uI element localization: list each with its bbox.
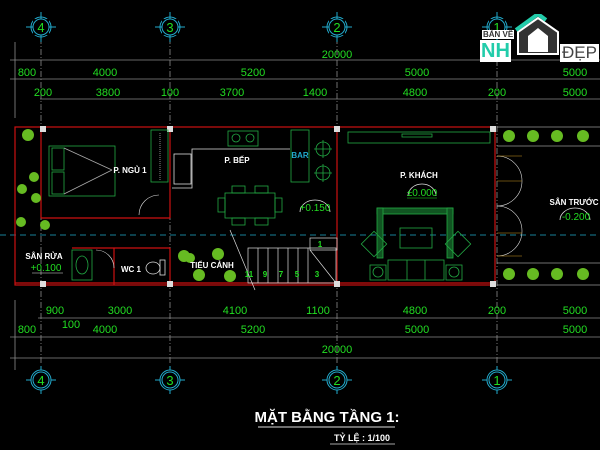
room-label-wc: WC 1 [121, 265, 142, 274]
dim-text: 4800 [403, 305, 427, 317]
axis-label-top: 1 [493, 20, 500, 35]
brand-logo: BẢN VẼ NH ĐẸP [480, 14, 599, 62]
dim-text: 200 [488, 87, 506, 99]
dim-text: 5000 [405, 324, 429, 336]
drawing-title: MẶT BẰNG TẦNG 1: [255, 408, 400, 426]
washing-machine-icon [71, 249, 93, 281]
stair-step-number: 3 [315, 270, 320, 279]
level-front-yard: -0.200 [562, 212, 591, 223]
level-kitchen: +0.150 [300, 203, 331, 214]
axis-label-bottom: 2 [333, 373, 340, 388]
dimension-row2-bottom: 800 4000 5200 5000 5000 [18, 324, 587, 336]
axis-label-bottom: 4 [37, 373, 44, 388]
dimension-lines-bottom [10, 317, 600, 359]
axis-label-top: 3 [166, 20, 173, 35]
stair-step-number: 11 [245, 270, 254, 279]
dim-text: 1400 [303, 87, 327, 99]
kitchen-counter [172, 129, 310, 189]
axis-label-top: 2 [333, 20, 340, 35]
logo-small-text: BẢN VẼ [482, 30, 515, 39]
room-label-bedroom: P. NGỦ 1 [113, 166, 147, 175]
dim-text: 3000 [108, 305, 132, 317]
stair-step-number: 1 [318, 240, 323, 249]
logo-suffix-text: ĐẸP [560, 43, 599, 62]
stair-step-number: 5 [295, 270, 300, 279]
dim-text: 200 [34, 87, 52, 99]
axis-label-bottom: 1 [493, 373, 500, 388]
level-wash-yard: +0.100 [31, 263, 62, 274]
dim-text: 900 [46, 305, 64, 317]
dim-text: 5000 [563, 87, 587, 99]
dim-total-bottom: 20000 [322, 344, 353, 356]
dim-text: 5000 [405, 67, 429, 79]
toilet-icon [145, 259, 166, 276]
axis-bubbles-bottom: 4 3 2 1 [26, 366, 512, 394]
dim-text: 5200 [241, 67, 265, 79]
sofa-set-icon [360, 207, 472, 281]
dim-text: 5200 [241, 324, 265, 336]
dim-text: 100 [161, 87, 179, 99]
wardrobe-icon [150, 129, 169, 183]
staircase [229, 229, 338, 291]
dimension-row1-bottom: 900 3000 4100 1100 4800 200 5000 100 [46, 305, 587, 331]
drawing-scale: TỶ LỆ : 1/100 [334, 432, 390, 443]
columns [40, 126, 496, 287]
bed-icon [48, 145, 116, 197]
dim-text: 4100 [223, 305, 247, 317]
axis-label-bottom: 3 [166, 373, 173, 388]
dim-text: 200 [488, 305, 506, 317]
dim-text: 5000 [563, 67, 587, 79]
dim-total-top: 20000 [322, 49, 353, 61]
logo-big-text: NH [480, 40, 511, 62]
axis-label-top: 4 [37, 20, 44, 35]
room-label-front-yard: SÂN TRƯỚC [549, 198, 598, 207]
dim-text: 3700 [220, 87, 244, 99]
main-door-icon [496, 155, 523, 257]
room-label-living: P. KHÁCH [400, 171, 438, 180]
dim-text: 100 [62, 319, 80, 331]
stair-step-number: 9 [263, 270, 268, 279]
dim-text: 4000 [93, 67, 117, 79]
dim-text: 800 [18, 67, 36, 79]
dimension-row2-top: 200 3800 100 3700 1400 4800 200 5000 [34, 87, 587, 99]
level-living: ±0.000 [407, 188, 438, 199]
dim-text: 5000 [563, 324, 587, 336]
axis-bubbles-top: 4 3 2 1 [26, 12, 512, 42]
planter-boxes [497, 126, 600, 286]
dimension-row1-top: 800 4000 5200 5000 5000 [18, 67, 587, 79]
walls [14, 126, 496, 286]
bar-label: BAR [291, 151, 309, 160]
dining-table-icon [217, 185, 283, 226]
house-logo-icon [514, 14, 559, 55]
dim-text: 4800 [403, 87, 427, 99]
tv-cabinet-icon [347, 131, 491, 144]
stool-icons [314, 140, 332, 182]
room-label-wash-yard: SÂN RỬA [25, 252, 63, 261]
dim-text: 1100 [306, 305, 330, 317]
dim-text: 4000 [93, 324, 117, 336]
room-label-garden: TIỂU CẢNH [190, 261, 234, 270]
room-label-kitchen: P. BẾP [224, 155, 250, 165]
dim-text: 5000 [563, 305, 587, 317]
dim-text: 800 [18, 324, 36, 336]
plant-icons [16, 129, 589, 282]
dim-text: 3800 [96, 87, 120, 99]
stove-icon [227, 130, 259, 147]
stair-step-number: 7 [279, 270, 284, 279]
